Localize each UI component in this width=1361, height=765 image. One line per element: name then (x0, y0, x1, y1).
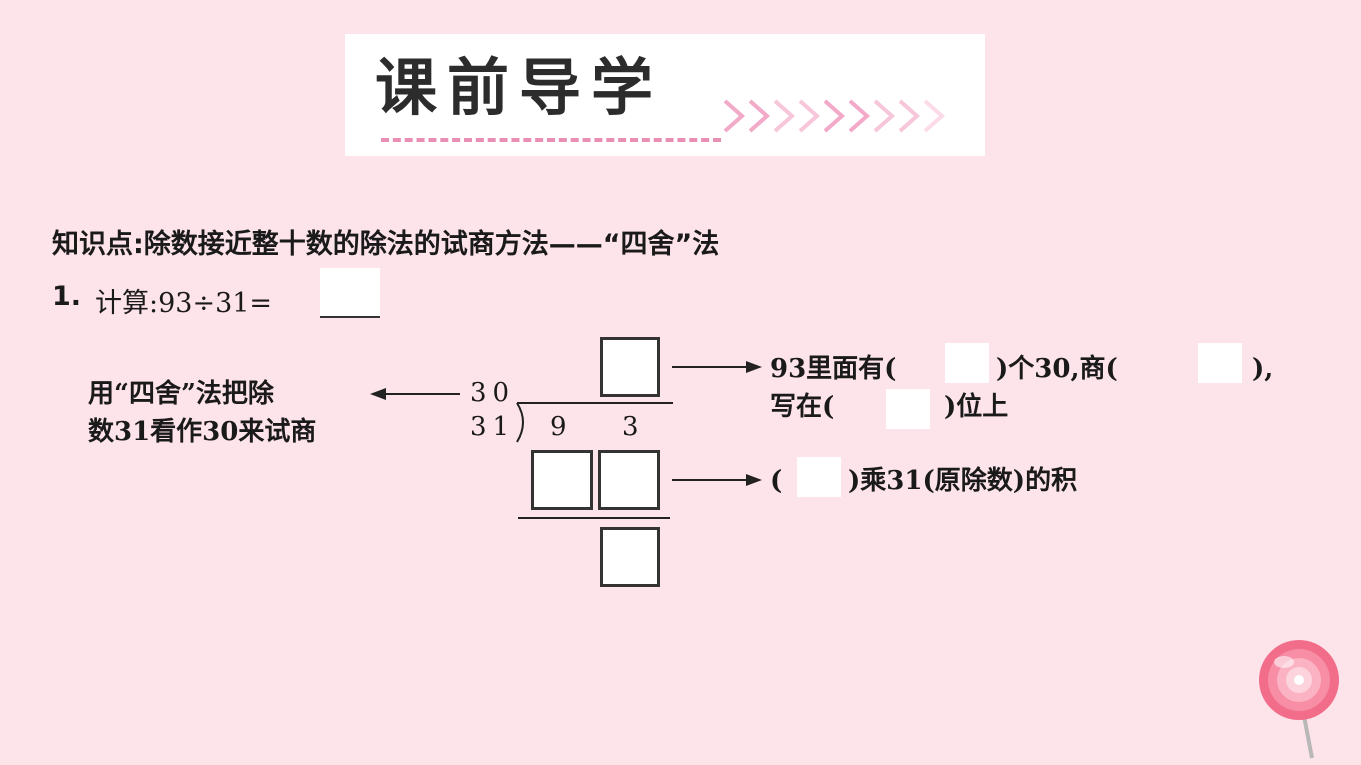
answer-blank[interactable] (320, 268, 380, 318)
banner-dashed-underline (381, 138, 721, 142)
approx-divisor: 30 (470, 378, 516, 408)
right-note-1-line2-part2: )位上 (944, 392, 1009, 422)
product-ones-box[interactable] (598, 450, 660, 510)
right-note-2-part2: )乘31(原除数)的积 (848, 466, 1078, 496)
right-note-1-part1: 93里面有( (770, 354, 897, 384)
dividend-digit-9: 9 (550, 412, 573, 442)
right-note-1-part2: )个30,商( (996, 354, 1118, 384)
arrow-right-icon (672, 474, 762, 486)
arrow-right-icon (672, 361, 762, 373)
right-note-2-part1: ( (770, 466, 783, 496)
dividend-digit-3: 3 (622, 412, 645, 442)
blank-count[interactable] (945, 343, 989, 383)
blank-quotient[interactable] (1198, 343, 1242, 383)
knowledge-point-heading: 知识点:除数接近整十数的除法的试商方法——“四舍”法 (52, 229, 720, 260)
question-text: 计算:93÷31= (95, 288, 273, 319)
division-bracket (516, 402, 673, 443)
right-note-1-line2-part1: 写在( (770, 392, 835, 422)
product-tens-box[interactable] (531, 450, 593, 510)
arrow-left-icon (370, 388, 460, 400)
subtraction-line (518, 517, 670, 519)
quotient-box[interactable] (600, 337, 660, 397)
question-number: 1. (52, 281, 82, 312)
right-note-1-part3: ), (1252, 354, 1274, 384)
lollipop-icon (1259, 640, 1339, 759)
left-note-line1: 用“四舍”法把除 (88, 379, 274, 409)
remainder-box[interactable] (600, 527, 660, 587)
divisor: 31 (470, 412, 516, 442)
blank-multiplier[interactable] (797, 457, 841, 497)
left-note-line2: 数31看作30来试商 (88, 417, 317, 447)
title-banner: 课前导学 (345, 34, 985, 156)
chevron-decoration-icon (723, 99, 946, 133)
blank-position[interactable] (886, 389, 930, 429)
banner-title: 课前导学 (375, 51, 664, 124)
